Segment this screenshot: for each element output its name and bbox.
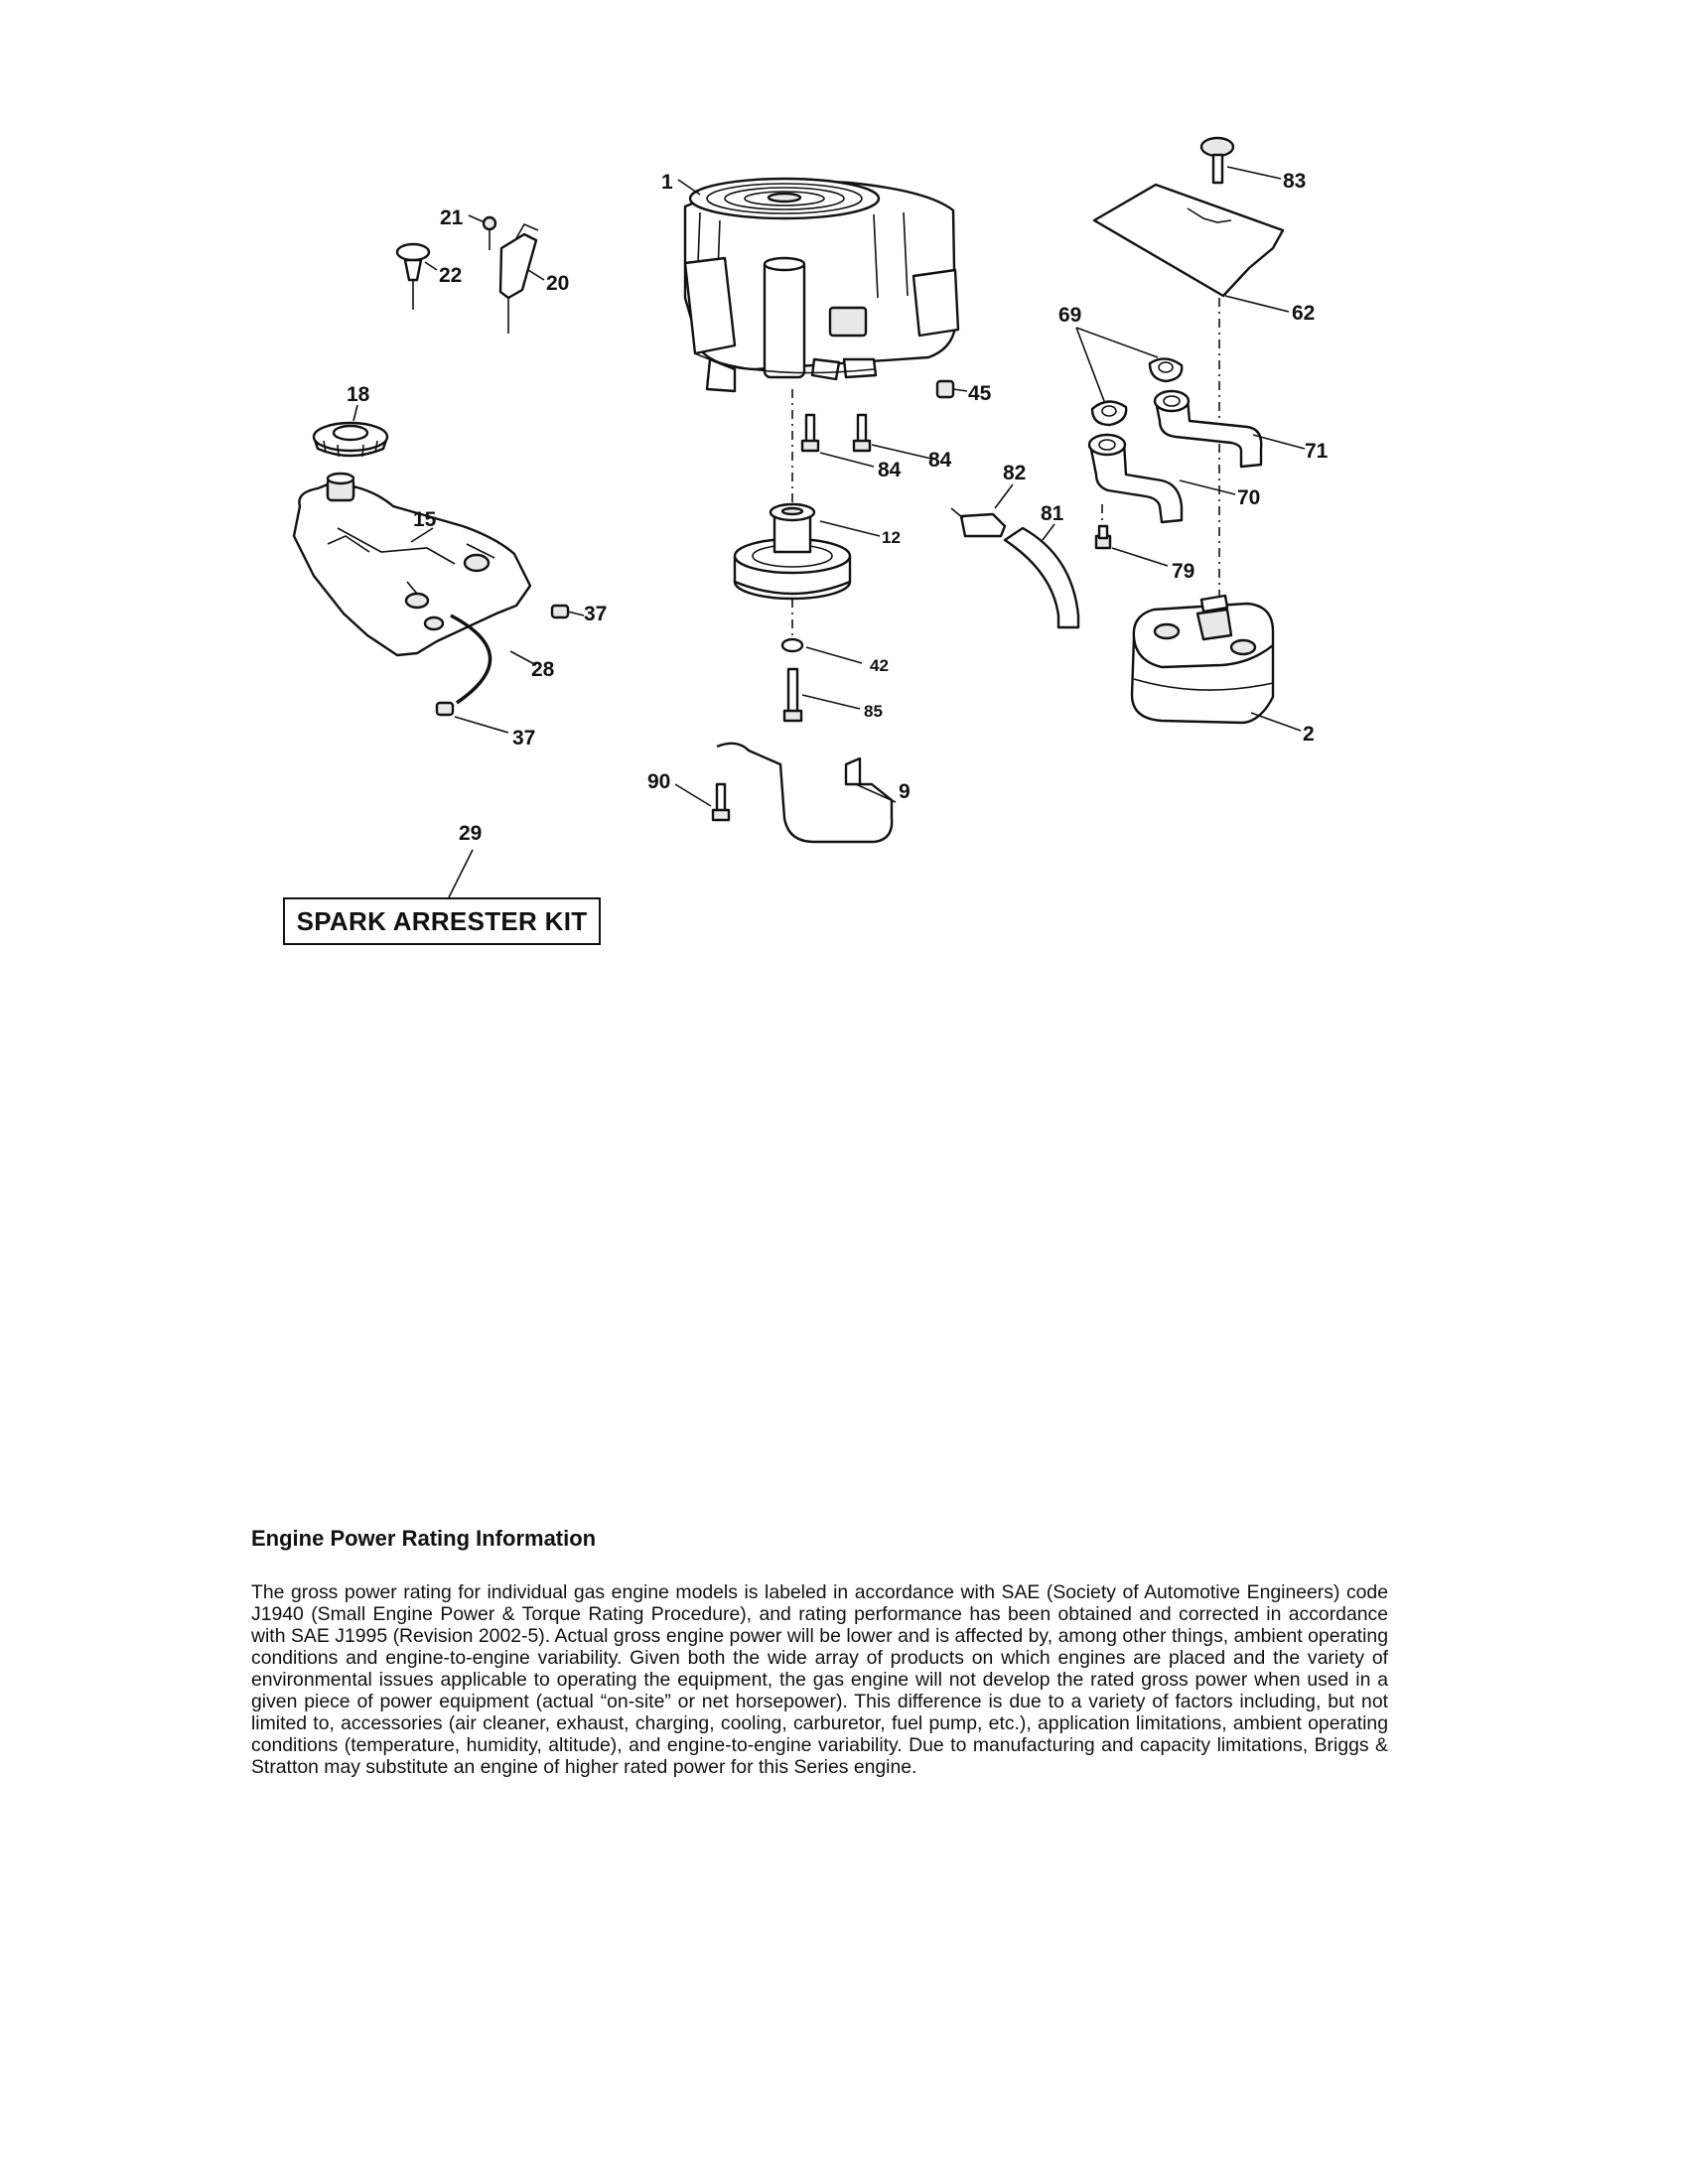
callout-22: 22 bbox=[439, 264, 462, 287]
fitting-82 bbox=[950, 507, 1007, 538]
callout-12: 12 bbox=[882, 528, 901, 547]
callout-2: 2 bbox=[1303, 723, 1315, 746]
engine-power-rating-section: Engine Power Rating Information The gros… bbox=[251, 1526, 1388, 1778]
callout-82: 82 bbox=[1003, 462, 1026, 484]
callout-90: 90 bbox=[647, 770, 670, 793]
callout-62: 62 bbox=[1292, 302, 1315, 325]
callout-85: 85 bbox=[864, 702, 883, 721]
spark-arrester-kit-label: SPARK ARRESTER KIT bbox=[296, 905, 588, 936]
bolt-85 bbox=[782, 667, 803, 723]
callout-84-left: 84 bbox=[878, 459, 902, 481]
callout-71: 71 bbox=[1305, 440, 1329, 463]
callout-45: 45 bbox=[968, 382, 992, 405]
engine-power-rating-body: The gross power rating for individual ga… bbox=[251, 1581, 1388, 1778]
callout-42: 42 bbox=[870, 656, 889, 675]
callout-69: 69 bbox=[1058, 304, 1081, 327]
callout-20: 20 bbox=[546, 272, 569, 295]
callout-79: 79 bbox=[1172, 560, 1194, 583]
callout-28: 28 bbox=[531, 658, 555, 681]
washer-42 bbox=[780, 637, 804, 653]
bolt-45 bbox=[935, 379, 968, 399]
callout-15: 15 bbox=[413, 508, 437, 531]
fuel-tank-part bbox=[292, 472, 532, 657]
pulley-part bbox=[733, 502, 852, 601]
callout-37-top: 37 bbox=[584, 603, 607, 625]
muffler-part bbox=[1130, 594, 1275, 725]
callout-18: 18 bbox=[347, 383, 370, 406]
bracket-20 bbox=[498, 222, 539, 334]
callout-83: 83 bbox=[1283, 170, 1306, 193]
callout-1: 1 bbox=[661, 171, 673, 194]
fuel-cap-part bbox=[312, 421, 389, 458]
hose-part bbox=[1003, 526, 1080, 629]
callout-29: 29 bbox=[459, 822, 482, 845]
engine-power-rating-title: Engine Power Rating Information bbox=[251, 1526, 597, 1551]
bolt-83 bbox=[1199, 136, 1235, 185]
callout-81: 81 bbox=[1041, 502, 1064, 525]
callout-37-bottom: 37 bbox=[512, 727, 535, 750]
bolt-90 bbox=[711, 782, 731, 822]
callout-21: 21 bbox=[440, 206, 464, 229]
bolt-79 bbox=[1094, 524, 1112, 550]
engine-part bbox=[683, 177, 960, 393]
parts-diagram: 1 45 84 84 12 42 85 9 bbox=[292, 136, 1329, 898]
spark-arrester-kit-box: SPARK ARRESTER KIT bbox=[283, 897, 601, 945]
callout-70: 70 bbox=[1237, 486, 1260, 509]
fuel-line-part bbox=[435, 604, 570, 717]
gaskets-69 bbox=[1090, 357, 1184, 427]
bolts-84 bbox=[800, 413, 872, 453]
callout-9: 9 bbox=[899, 780, 911, 803]
heat-shield-part bbox=[1092, 183, 1285, 298]
bracket-part bbox=[716, 742, 894, 844]
callout-84-right: 84 bbox=[928, 449, 952, 472]
screw-21 bbox=[482, 215, 497, 250]
exhaust-pipe-71 bbox=[1153, 389, 1263, 469]
knob-22 bbox=[395, 242, 431, 310]
exhaust-pipe-70 bbox=[1087, 433, 1184, 524]
